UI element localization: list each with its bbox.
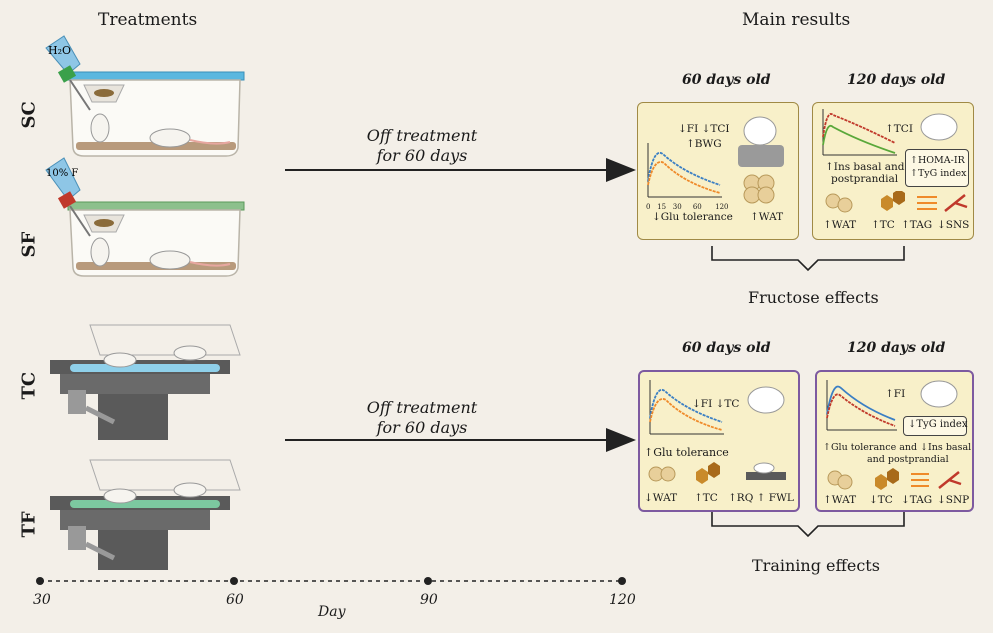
off-treatment-label-2: Off treatment for 60 days: [352, 398, 492, 438]
glucose-curve-chart: [826, 380, 897, 431]
sf-cage: [67, 201, 245, 277]
wat-text: ↑WAT: [823, 494, 857, 506]
off-treatment-line2: for 60 days: [376, 418, 468, 437]
insulin-curve-chart: [822, 109, 897, 156]
sc-cage: [67, 71, 245, 157]
fi-tc-text: ↓FI ↓TC: [692, 398, 740, 410]
ins-text-2: postprandial: [831, 173, 899, 185]
tci-text: ↑TCI: [885, 123, 913, 135]
tc-text: ↑TC: [871, 219, 895, 231]
glucose-curve-chart: [647, 143, 722, 198]
tf-treadmill: [50, 459, 241, 570]
wat-text: ↑WAT: [750, 211, 784, 223]
timeline-dot-30: [36, 577, 44, 585]
tissue-icons: [825, 191, 968, 213]
tick: 0: [646, 203, 651, 211]
off-treatment-line1: Off treatment: [366, 398, 478, 417]
timeline-dot-90: [424, 577, 432, 585]
training-effects-title: Training effects: [752, 556, 880, 575]
axis-ticks: 0 15 30 60 120: [646, 203, 728, 211]
training-age-120: 120 days old: [847, 340, 946, 356]
ins-text-1: ↑Ins basal and: [825, 161, 905, 173]
homa-tyg-box: ↑HOMA-IR ↑TyG index: [905, 149, 969, 187]
fi-tci-text: ↓FI ↓TCI: [678, 123, 730, 135]
arrow-fructose-head: [606, 158, 636, 182]
timeline-tick-90: 90: [420, 592, 438, 608]
main-results-header: Main results: [742, 10, 851, 30]
water-bottle-label: H₂O: [48, 44, 71, 57]
fructose-bracket: [711, 246, 905, 272]
fat-tissue-icon: [743, 174, 775, 204]
fructose-bottle-label: 10% F: [46, 168, 78, 179]
glu-text-1: ↑Glu tolerance and ↓Ins basal: [823, 442, 972, 453]
tyg-box: ↓TyG index: [903, 416, 967, 436]
timeline-tick-120: 120: [609, 592, 636, 608]
off-treatment-line1: Off treatment: [366, 126, 478, 145]
off-treatment-label-1: Off treatment for 60 days: [352, 126, 492, 166]
glu-text-2: and postprandial: [867, 454, 949, 465]
fructose-60-panel: 0 15 30 60 120 ↓FI ↓TCI ↑BWG ↓Glu tolera…: [637, 102, 799, 240]
fructose-bottle-icon: [45, 157, 91, 237]
timeline-tick-60: 60: [226, 592, 244, 608]
training-120-panel: ↑FI ↓TyG index ↑Glu tolerance and ↓Ins b…: [815, 370, 974, 512]
rat-icon: [920, 380, 958, 408]
fructose-age-120: 120 days old: [847, 72, 946, 88]
timeline-dot-60: [230, 577, 238, 585]
rat-icon: [747, 386, 785, 414]
tick: 120: [715, 203, 729, 211]
fructose-120-panel: ↑TCI ↑Ins basal and postprandial ↑HOMA-I…: [812, 102, 974, 240]
training-icons: [648, 462, 786, 484]
tc-treadmill: [50, 324, 241, 440]
fi-text: ↑FI: [885, 388, 906, 400]
fructose-effects-title: Fructose effects: [748, 288, 879, 307]
timeline-dot-120: [618, 577, 626, 585]
homa-text: ↑HOMA-IR: [910, 155, 965, 166]
tyg-text: ↓TyG index: [908, 419, 968, 430]
training-60-panel: ↓FI ↓TC ↑Glu tolerance ↓WAT ↑TC ↑RQ ↑ FW…: [638, 370, 800, 512]
training-bracket: [711, 512, 905, 538]
tc-text: ↑TC: [694, 492, 718, 504]
sns-text: ↓SNS: [937, 219, 970, 231]
tc-text: ↓TC: [869, 494, 893, 506]
glucose-curve-chart: [649, 380, 724, 435]
wat-text: ↑WAT: [823, 219, 857, 231]
snp-text: ↓SNP: [937, 494, 970, 506]
tick: 30: [672, 203, 682, 211]
bwg-text: ↑BWG: [686, 138, 722, 150]
rat-on-scale-icon: [738, 116, 784, 167]
tag-text: ↑TAG: [901, 219, 933, 231]
rat-icon: [920, 113, 958, 141]
training-age-60: 60 days old: [682, 340, 771, 356]
glu-tolerance-text: ↓Glu tolerance: [652, 211, 733, 223]
timeline-tick-30: 30: [33, 592, 51, 608]
tick: 60: [692, 203, 702, 211]
tyg-text: ↑TyG index: [910, 168, 967, 179]
wat-text: ↓WAT: [644, 492, 678, 504]
glu-tolerance-text: ↑Glu tolerance: [644, 446, 729, 459]
timeline-axis-label: Day: [318, 604, 346, 620]
tissue-icons: [827, 468, 962, 490]
water-bottle-icon: [45, 35, 91, 111]
treatments-illustration: H₂O 10% F: [45, 35, 245, 570]
fructose-age-60: 60 days old: [682, 72, 771, 88]
arrow-training-head: [606, 428, 636, 452]
tag-text: ↓TAG: [901, 494, 933, 506]
treatments-header: Treatments: [98, 10, 198, 30]
tick: 15: [657, 203, 667, 211]
off-treatment-line2: for 60 days: [376, 146, 468, 165]
rq-fwl-text: ↑RQ ↑ FWL: [728, 492, 794, 504]
